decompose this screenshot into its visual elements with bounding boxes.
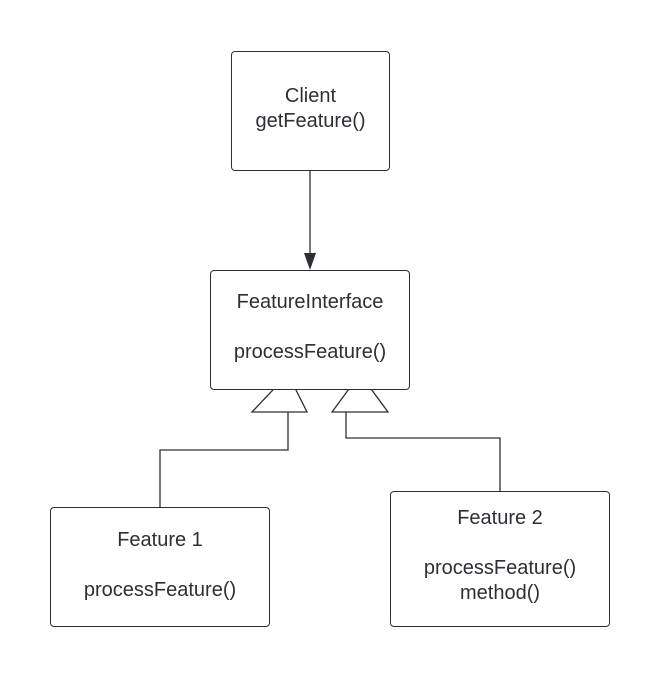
edge-client-to-interface [304, 171, 316, 270]
spacer [391, 531, 609, 556]
feature-2-class-box[interactable]: Feature 2 processFeature() method() [390, 491, 610, 627]
feature-1-class-name: Feature 1 [117, 529, 203, 551]
inheritance-triangle-icon [250, 372, 309, 413]
client-class-name: Client [284, 85, 337, 107]
feature-interface-class-name: FeatureInterface [236, 291, 384, 313]
feature-1-class-method: processFeature() [83, 579, 237, 601]
feature-interface-class-method: processFeature() [233, 341, 387, 363]
arrowhead-icon [304, 253, 316, 270]
feature-interface-class-box[interactable]: FeatureInterface processFeature() [210, 270, 410, 390]
feature-2-class-name: Feature 2 [457, 507, 543, 529]
edge-feature2-to-interface [330, 372, 501, 491]
inheritance-triangle-icon [330, 372, 390, 413]
edge-feature1-to-interface [159, 372, 309, 507]
spacer [211, 315, 409, 340]
client-class-box[interactable]: Client getFeature() [231, 51, 390, 171]
feature-1-class-box[interactable]: Feature 1 processFeature() [50, 507, 270, 627]
client-class-method: getFeature() [255, 110, 366, 132]
spacer [51, 553, 269, 578]
feature-2-class-method: processFeature() [423, 557, 577, 579]
feature-2-class-method-2: method() [459, 582, 541, 604]
